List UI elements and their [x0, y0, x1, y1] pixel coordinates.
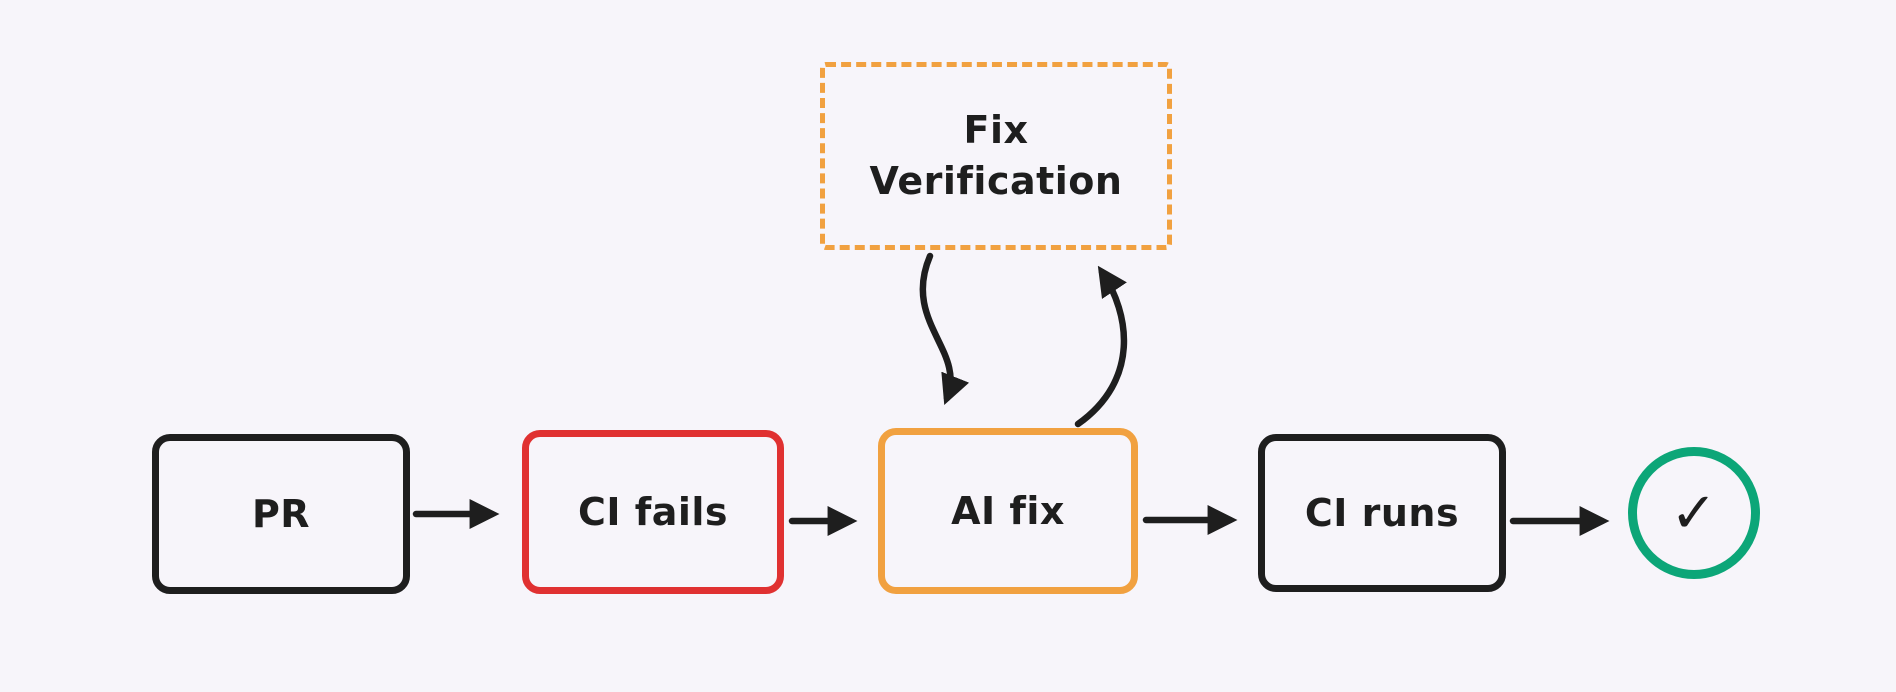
node-pr-label: PR — [251, 492, 311, 536]
check-icon: ✓ — [1670, 480, 1718, 546]
node-ai-fix: AI fix — [878, 428, 1138, 594]
node-ci-runs: CI runs — [1258, 434, 1506, 592]
node-pr: PR — [152, 434, 410, 594]
node-fix-verification-label: Fix Verification — [869, 107, 1123, 203]
node-ci-fails-label: CI fails — [577, 490, 729, 534]
node-ai-fix-label: AI fix — [951, 489, 1065, 533]
node-ci-fails: CI fails — [522, 430, 784, 594]
node-fix-verification: Fix Verification — [820, 62, 1172, 250]
node-ci-runs-label: CI runs — [1304, 491, 1460, 535]
edge-fix-verification-to-ai-fix — [919, 252, 970, 405]
node-success-circle: ✓ — [1628, 447, 1760, 579]
edge-ai-fix-to-fix-verification — [1074, 265, 1128, 428]
